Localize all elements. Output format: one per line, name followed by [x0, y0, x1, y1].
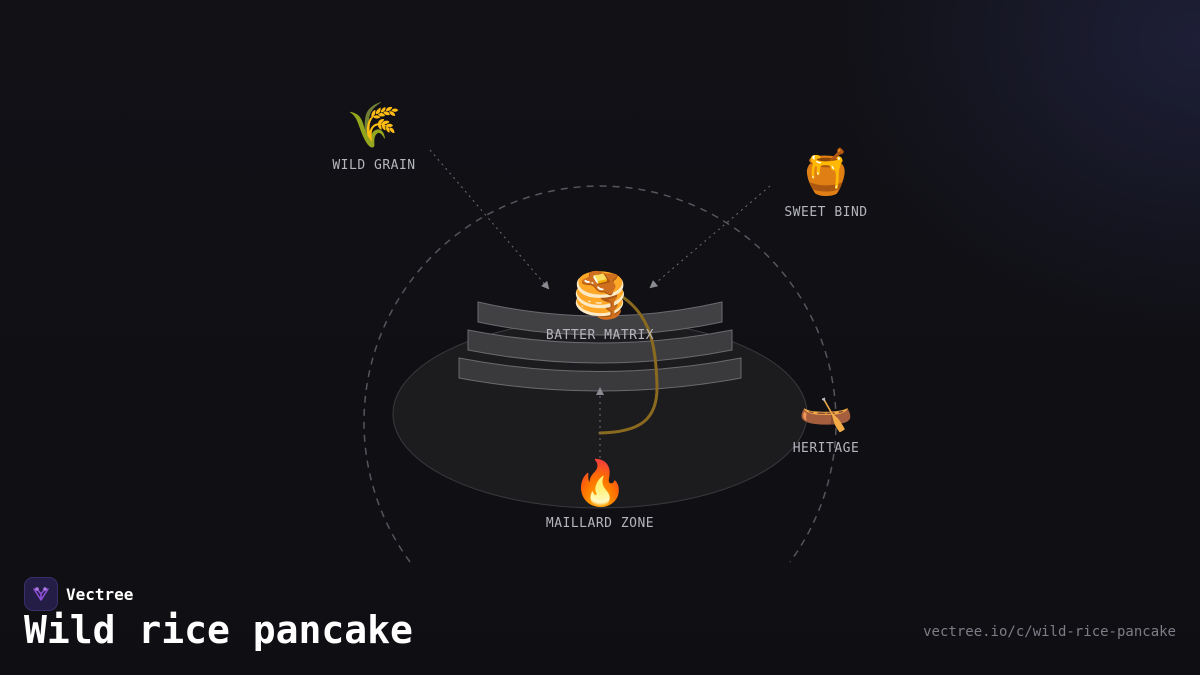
node-batter-matrix: 🥞 BATTER MATRIX — [546, 270, 654, 343]
pancake-layer-top — [477, 301, 723, 336]
brand: Vectree — [24, 577, 133, 611]
wheat-icon: 🌾 — [346, 100, 402, 151]
node-heritage: 🛶 HERITAGE — [793, 383, 860, 456]
node-label: SWEET BIND — [784, 205, 868, 220]
share-url[interactable]: vectree.io/c/wild-rice-pancake — [923, 624, 1176, 640]
edge-wild-grain-to-batter — [429, 149, 550, 290]
node-wild-grain: 🌾 WILD GRAIN — [332, 100, 415, 173]
pancake-layer-middle — [467, 329, 733, 364]
node-label: HERITAGE — [792, 441, 860, 456]
page-title: Wild rice pancake — [24, 608, 413, 652]
node-label: MAILLARD ZONE — [545, 516, 655, 531]
tree-branch-icon — [24, 577, 58, 611]
node-sweet-bind: 🍯 SWEET BIND — [784, 147, 867, 220]
canoe-icon: 🛶 — [798, 383, 854, 434]
node-maillard-zone: 🔥 MAILLARD ZONE — [546, 458, 654, 531]
brand-name: Vectree — [66, 584, 134, 604]
edge-sweet-bind-to-batter — [649, 185, 771, 289]
honey-pot-icon: 🍯 — [798, 147, 854, 198]
node-label: BATTER MATRIX — [545, 328, 655, 343]
outer-dashed-ring — [363, 185, 837, 563]
pancake-layer-bottom — [458, 357, 742, 392]
node-label: WILD GRAIN — [332, 158, 416, 173]
fire-icon: 🔥 — [572, 458, 628, 509]
syrup-drizzle — [598, 296, 659, 435]
pancakes-icon: 🥞 — [572, 270, 628, 321]
